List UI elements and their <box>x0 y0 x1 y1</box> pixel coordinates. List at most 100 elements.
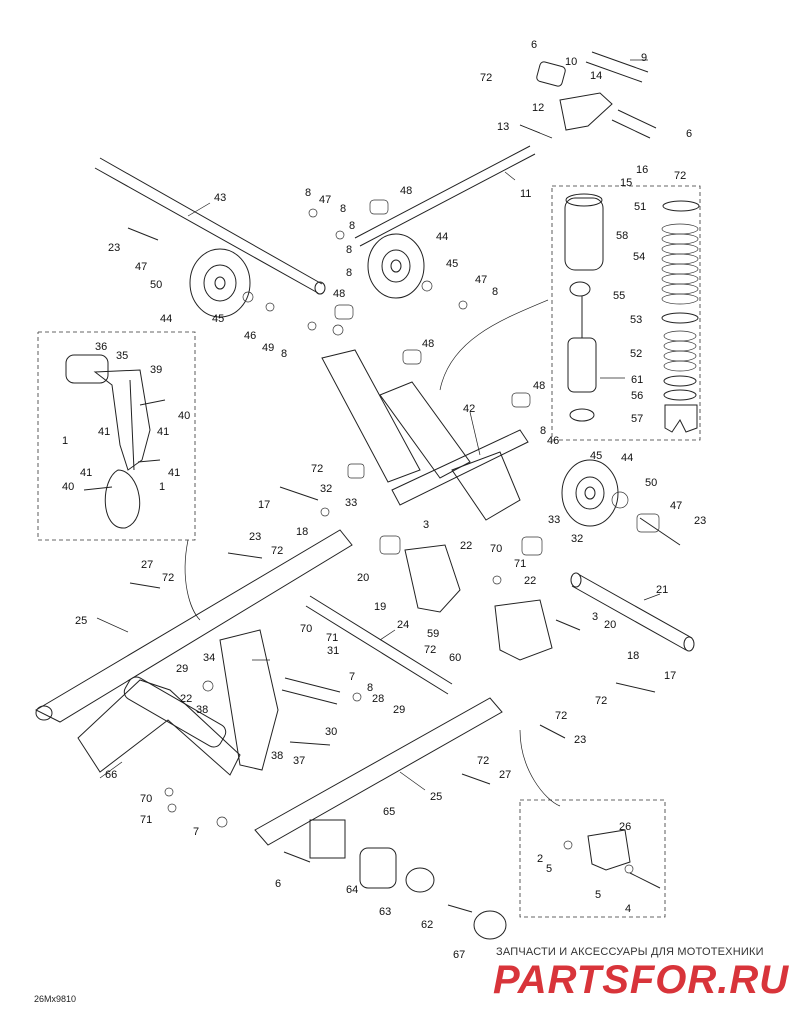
callout-44: 44 <box>436 231 448 243</box>
callout-65: 64 <box>346 884 358 896</box>
main-assembly <box>34 51 695 940</box>
callout-38b: 38 <box>271 750 283 762</box>
callout-33: 33 <box>345 497 357 509</box>
callout-35: 35 <box>116 350 128 362</box>
callout-52: 52 <box>630 348 642 360</box>
callout-20: 20 <box>357 572 369 584</box>
callout-8b: 8 <box>340 203 346 215</box>
callout-20b: 20 <box>604 619 616 631</box>
callout-3: 3 <box>423 519 429 531</box>
callout-41b: 41 <box>157 426 169 438</box>
callout-41: 41 <box>98 426 110 438</box>
callout-23: 23 <box>108 242 120 254</box>
callout-43: 43 <box>214 192 226 204</box>
callout-8: 8 <box>305 187 311 199</box>
callout-61: 61 <box>631 374 643 386</box>
callout-1: 1 <box>62 435 68 447</box>
callout-48c: 48 <box>422 338 434 350</box>
callout-22b: 22 <box>524 575 536 587</box>
callout-24: 24 <box>397 619 409 631</box>
callout-44c: 44 <box>621 452 633 464</box>
callout-40: 40 <box>178 410 190 422</box>
callout-60: 60 <box>449 652 461 664</box>
callout-39: 39 <box>150 364 162 376</box>
callout-70: 71 <box>514 558 526 570</box>
callout-64: 67 <box>453 949 465 961</box>
callout-12: 12 <box>532 102 544 114</box>
callout-8d: 8 <box>346 244 352 256</box>
callout-25b: 25 <box>430 791 442 803</box>
callout-41c: 41 <box>80 467 92 479</box>
callout-53: 53 <box>630 314 642 326</box>
callout-18: 18 <box>296 526 308 538</box>
callout-46b: 46 <box>547 435 559 447</box>
callout-30: 30 <box>325 726 337 738</box>
callout-7b: 7 <box>193 826 199 838</box>
callout-13: 13 <box>497 121 509 133</box>
callout-19: 19 <box>374 601 386 613</box>
callout-11: 11 <box>520 188 531 200</box>
callout-45: 45 <box>446 258 458 270</box>
callout-29: 29 <box>176 663 188 675</box>
watermark-tagline: ЗАПЧАСТИ И АКСЕССУАРЫ ДЛЯ МОТОТЕХНИКИ <box>496 946 764 958</box>
diagram-code: 26Mx9810 <box>34 994 77 1004</box>
callout-71i: 72 <box>477 755 489 767</box>
callout-18b: 18 <box>627 650 639 662</box>
callout-56: 56 <box>631 390 643 402</box>
callout-10: 10 <box>565 56 577 68</box>
callout-55: 55 <box>613 290 625 302</box>
callout-71b: 72 <box>674 170 686 182</box>
callout-28: 28 <box>372 693 384 705</box>
callout-46: 46 <box>244 330 256 342</box>
callout-17b: 17 <box>664 670 676 682</box>
callout-4: 4 <box>625 903 631 915</box>
callout-23d: 23 <box>574 734 586 746</box>
callout-54: 54 <box>633 251 645 263</box>
callout-57: 57 <box>631 413 643 425</box>
callout-15: 15 <box>620 177 632 189</box>
callout-17: 17 <box>258 499 270 511</box>
callout-14: 14 <box>590 70 602 82</box>
callout-27b: 27 <box>499 769 511 781</box>
callout-6c: 6 <box>275 878 281 890</box>
callout-29b: 29 <box>393 704 405 716</box>
callout-8h: 8 <box>540 425 546 437</box>
inset-bracket <box>519 799 666 918</box>
callout-33b: 33 <box>548 514 560 526</box>
callout-71g: 72 <box>595 695 607 707</box>
callout-67: 66 <box>105 769 117 781</box>
callout-6: 6 <box>531 39 537 51</box>
callout-71f: 72 <box>424 644 436 656</box>
callout-49: 49 <box>262 342 274 354</box>
callout-45c: 45 <box>590 450 602 462</box>
callout-47d: 47 <box>670 500 682 512</box>
callout-66: 65 <box>383 806 395 818</box>
callout-71h: 72 <box>555 710 567 722</box>
callout-40b: 40 <box>62 481 74 493</box>
callout-58: 58 <box>616 230 628 242</box>
callout-6b: 6 <box>686 128 692 140</box>
callout-34: 34 <box>203 652 215 664</box>
callout-23b: 23 <box>694 515 706 527</box>
callout-71c: 72 <box>311 463 323 475</box>
callout-21: 21 <box>656 584 668 596</box>
callout-70b: 71 <box>326 632 338 644</box>
callout-8g: 8 <box>281 348 287 360</box>
callout-48d: 48 <box>533 380 545 392</box>
callout-37: 37 <box>293 755 305 767</box>
callout-31: 31 <box>327 645 339 657</box>
callout-5: 5 <box>546 863 552 875</box>
callout-16: 16 <box>636 164 648 176</box>
callout-8c: 8 <box>349 220 355 232</box>
callout-48: 48 <box>400 185 412 197</box>
callout-45b: 45 <box>212 313 224 325</box>
callout-70c: 71 <box>140 814 152 826</box>
callout-41d: 41 <box>168 467 180 479</box>
callout-47c: 47 <box>475 274 487 286</box>
callout-47b: 47 <box>135 261 147 273</box>
callout-labels: 6 72 10 14 9 12 13 6 16 72 15 11 43 8 47… <box>62 39 706 961</box>
callout-2: 2 <box>537 853 543 865</box>
callout-69b: 70 <box>300 623 312 635</box>
inset-left-link <box>37 331 196 541</box>
